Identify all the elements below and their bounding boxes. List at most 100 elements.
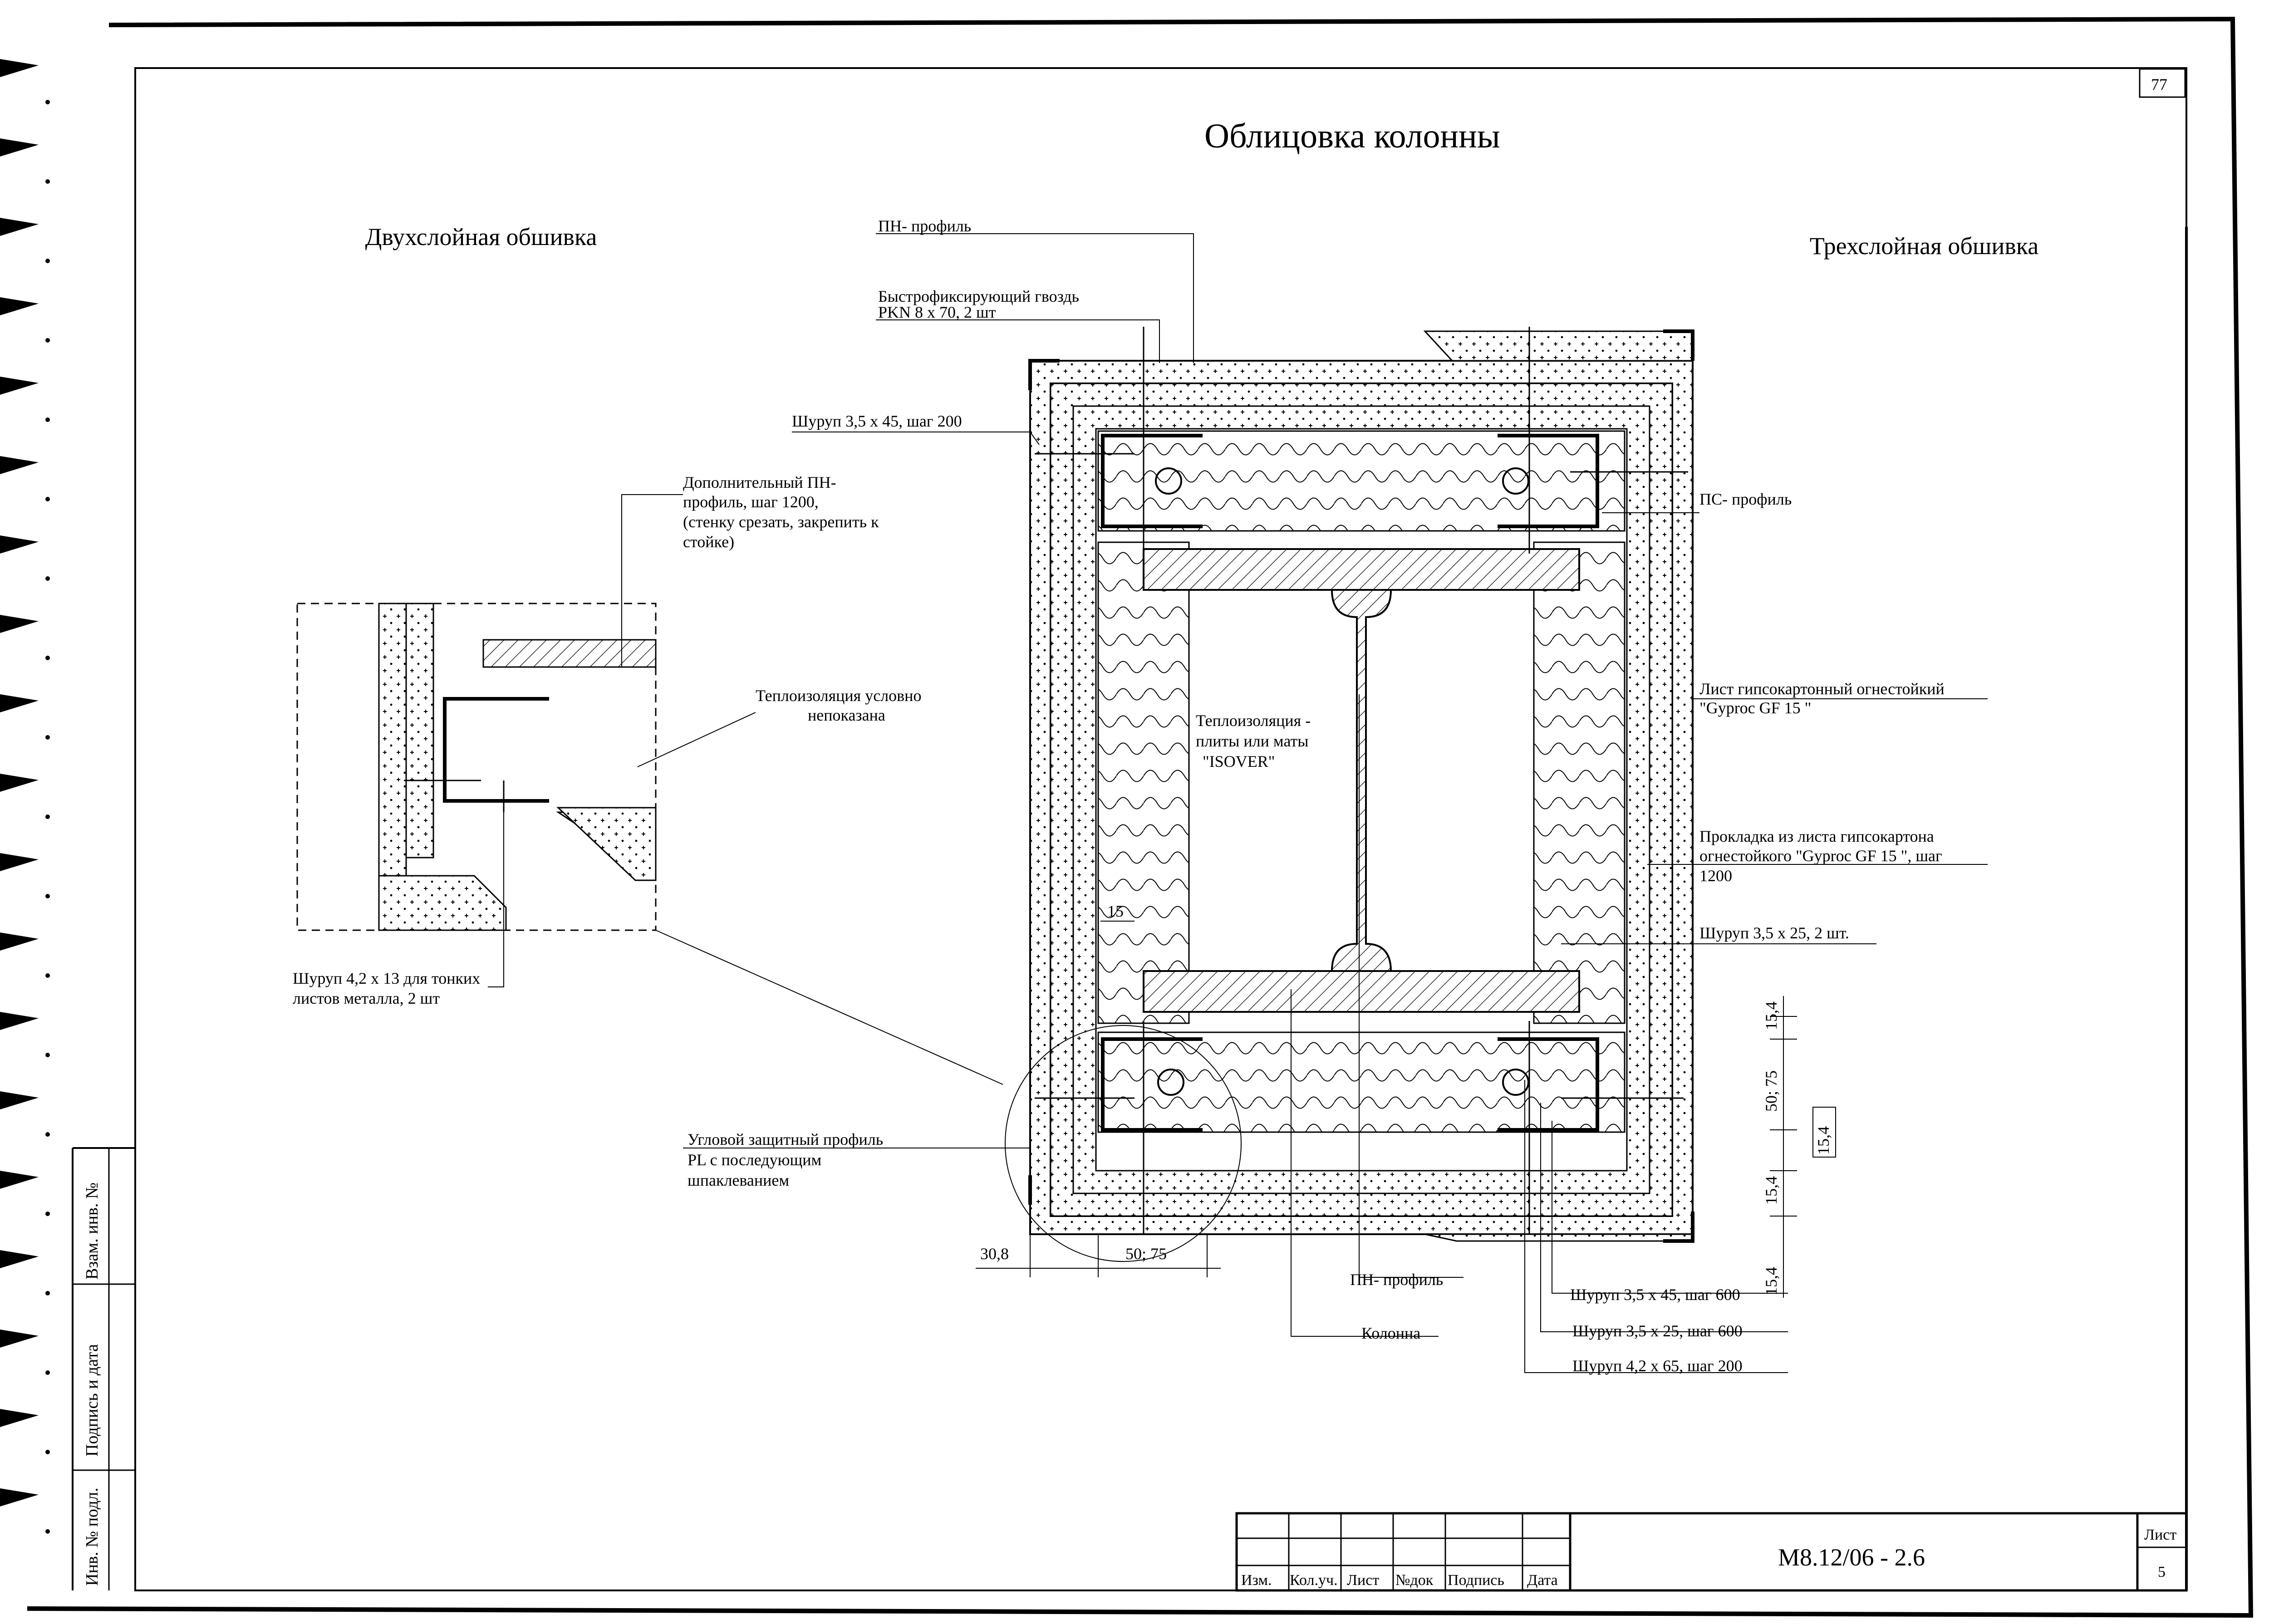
title-block-text: Изм. Кол.уч. Лист №док Подпись Дата М8.1…: [1241, 1526, 2176, 1589]
side-stamp: Взам. инв. № Подпись и дата Инв. № подл.: [83, 1182, 102, 1586]
label-pn-profile-top: ПН- профиль: [878, 217, 971, 235]
dimension-lines: [976, 921, 1797, 1298]
leader-lines: [488, 233, 1988, 1373]
binding-dot: [45, 417, 50, 422]
binding-mark: [0, 615, 39, 633]
binding-mark: [0, 774, 39, 792]
binding-mark: [0, 1171, 39, 1189]
page-number: 77: [2151, 75, 2167, 93]
label-insul-not-shown-1: Теплоизоляция условно: [756, 687, 921, 705]
binding-mark: [0, 59, 39, 77]
binding-dot: [45, 735, 50, 740]
binding-mark: [0, 218, 39, 236]
steel-column: [1143, 548, 1580, 1013]
binding-mark: [0, 138, 39, 157]
label-insul-3: "ISOVER": [1203, 752, 1275, 770]
label-extra-pn-3: (стенку срезать, закрепить к: [683, 513, 879, 531]
two-layer-detail: [296, 603, 657, 931]
binding-dot: [45, 1450, 50, 1454]
board-notch-bottom: [1424, 1233, 1694, 1242]
tb-sheet-label: Лист: [2144, 1526, 2176, 1543]
stamp-inv: Инв. № подл.: [83, 1487, 102, 1586]
tb-code: М8.12/06 - 2.6: [1778, 1544, 1925, 1571]
binding-mark: [0, 535, 39, 554]
dim-50-75-side: 50; 75: [1762, 1070, 1780, 1112]
label-pad-3: 1200: [1699, 867, 1732, 885]
binding-dot: [45, 338, 50, 343]
stamp-vzam: Взам. инв. №: [83, 1182, 102, 1280]
binding-dot: [45, 259, 50, 263]
binding-dot: [45, 1529, 50, 1534]
binding-mark: [0, 694, 39, 712]
label-pn-profile-bottom: ПН- профиль: [1350, 1271, 1443, 1289]
label-column: Колонна: [1361, 1324, 1420, 1342]
label-sheet-1: Лист гипсокартонный огнестойкий: [1699, 680, 1945, 698]
screws: [1035, 327, 1688, 1234]
binding-dot: [45, 973, 50, 978]
label-insul-not-shown-2: непоказана: [808, 706, 885, 724]
label-extra-pn-2: профиль, шаг 1200,: [683, 493, 819, 511]
binding-mark: [0, 1488, 39, 1506]
label-screw-42x13-1: Шуруп 4,2 х 13 для тонких: [293, 969, 480, 987]
binding-dot: [45, 100, 50, 104]
dim-50-75-bottom: 50; 75: [1125, 1245, 1167, 1263]
binding-marks: [0, 59, 50, 1534]
annotation-labels: ПН- профиль Быстрофиксирующий гвоздь PKN…: [293, 217, 1945, 1375]
binding-dot: [45, 497, 50, 501]
tb-ndok: №док: [1395, 1572, 1434, 1589]
page-number-box: 77: [2139, 68, 2186, 98]
profile-top-left: [1101, 434, 1203, 528]
label-screw-42x13-2: листов металла, 2 шт: [293, 989, 440, 1007]
insulation-left: [1097, 541, 1190, 1024]
dim-15-4-b: 15,4: [1814, 1126, 1832, 1155]
label-screw-42x65-200: Шуруп 4,2 х 65, шаг 200: [1572, 1357, 1743, 1375]
profile-bottom-right: [1498, 1037, 1599, 1132]
label-ps-profile: ПС- профиль: [1699, 490, 1792, 508]
drawing-title: Облицовка колонны: [1204, 117, 1500, 155]
insulation-right: [1533, 541, 1626, 1024]
label-screw-35x25-2: Шуруп 3,5 х 25, 2 шт.: [1699, 924, 1849, 942]
tb-kolich: Кол.уч.: [1290, 1572, 1338, 1589]
dim-15-4-d: 15,4: [1762, 1267, 1780, 1295]
label-insul-1: Теплоизоляция -: [1196, 711, 1311, 730]
dim-15: 15: [1107, 902, 1124, 920]
label-pad-2: огнестойкого "Gyproc GF 15 ", шаг: [1699, 847, 1942, 865]
column-cladding-section: [1028, 327, 1694, 1243]
right-heading: Трехслойная обшивка: [1810, 232, 2039, 260]
profile-bottom-left: [1101, 1037, 1203, 1132]
stamp-podpis: Подпись и дата: [83, 1344, 102, 1457]
sheet-frame: [27, 16, 2254, 1618]
insulation-bottom: [1097, 1031, 1626, 1133]
tb-izm: Изм.: [1241, 1572, 1272, 1589]
title-block: [1235, 1512, 2188, 1592]
label-corner-3: шпаклеванием: [688, 1171, 789, 1189]
label-nail-2: PKN 8 x 70, 2 шт: [878, 303, 996, 321]
label-sheet-2: "Gyproc GF 15 ": [1699, 699, 1811, 717]
binding-dot: [45, 179, 50, 184]
binding-dot: [45, 1370, 50, 1375]
binding-mark: [0, 853, 39, 871]
label-screw-35x45-600: Шуруп 3,5 х 45, шаг 600: [1570, 1285, 1740, 1304]
tb-data: Дата: [1527, 1572, 1558, 1589]
binding-mark: [0, 456, 39, 474]
left-heading: Двухслойная обшивка: [365, 223, 597, 250]
binding-dot: [45, 576, 50, 581]
insulation-top: [1097, 430, 1626, 532]
binding-dot: [45, 656, 50, 660]
binding-mark: [0, 1012, 39, 1030]
corner-guards: [1028, 329, 1694, 1243]
binding-dot: [45, 1291, 50, 1295]
detail-callout: [655, 930, 1242, 1262]
profile-top-right: [1498, 434, 1599, 528]
binding-mark: [0, 1330, 39, 1348]
label-screw-35x45-top: Шуруп 3,5 х 45, шаг 200: [792, 412, 962, 430]
label-pad-1: Прокладка из листа гипсокартона: [1699, 827, 1934, 845]
tb-podpis: Подпись: [1448, 1572, 1504, 1589]
binding-dot: [45, 1212, 50, 1216]
dimension-labels: 15 30,8 50; 75 15,4 50; 75 15,4 15,4 15,…: [980, 902, 1836, 1295]
binding-mark: [0, 297, 39, 315]
label-corner-2: PL с последующим: [688, 1151, 821, 1169]
binding-dot: [45, 894, 50, 898]
binding-mark: [0, 1091, 39, 1109]
